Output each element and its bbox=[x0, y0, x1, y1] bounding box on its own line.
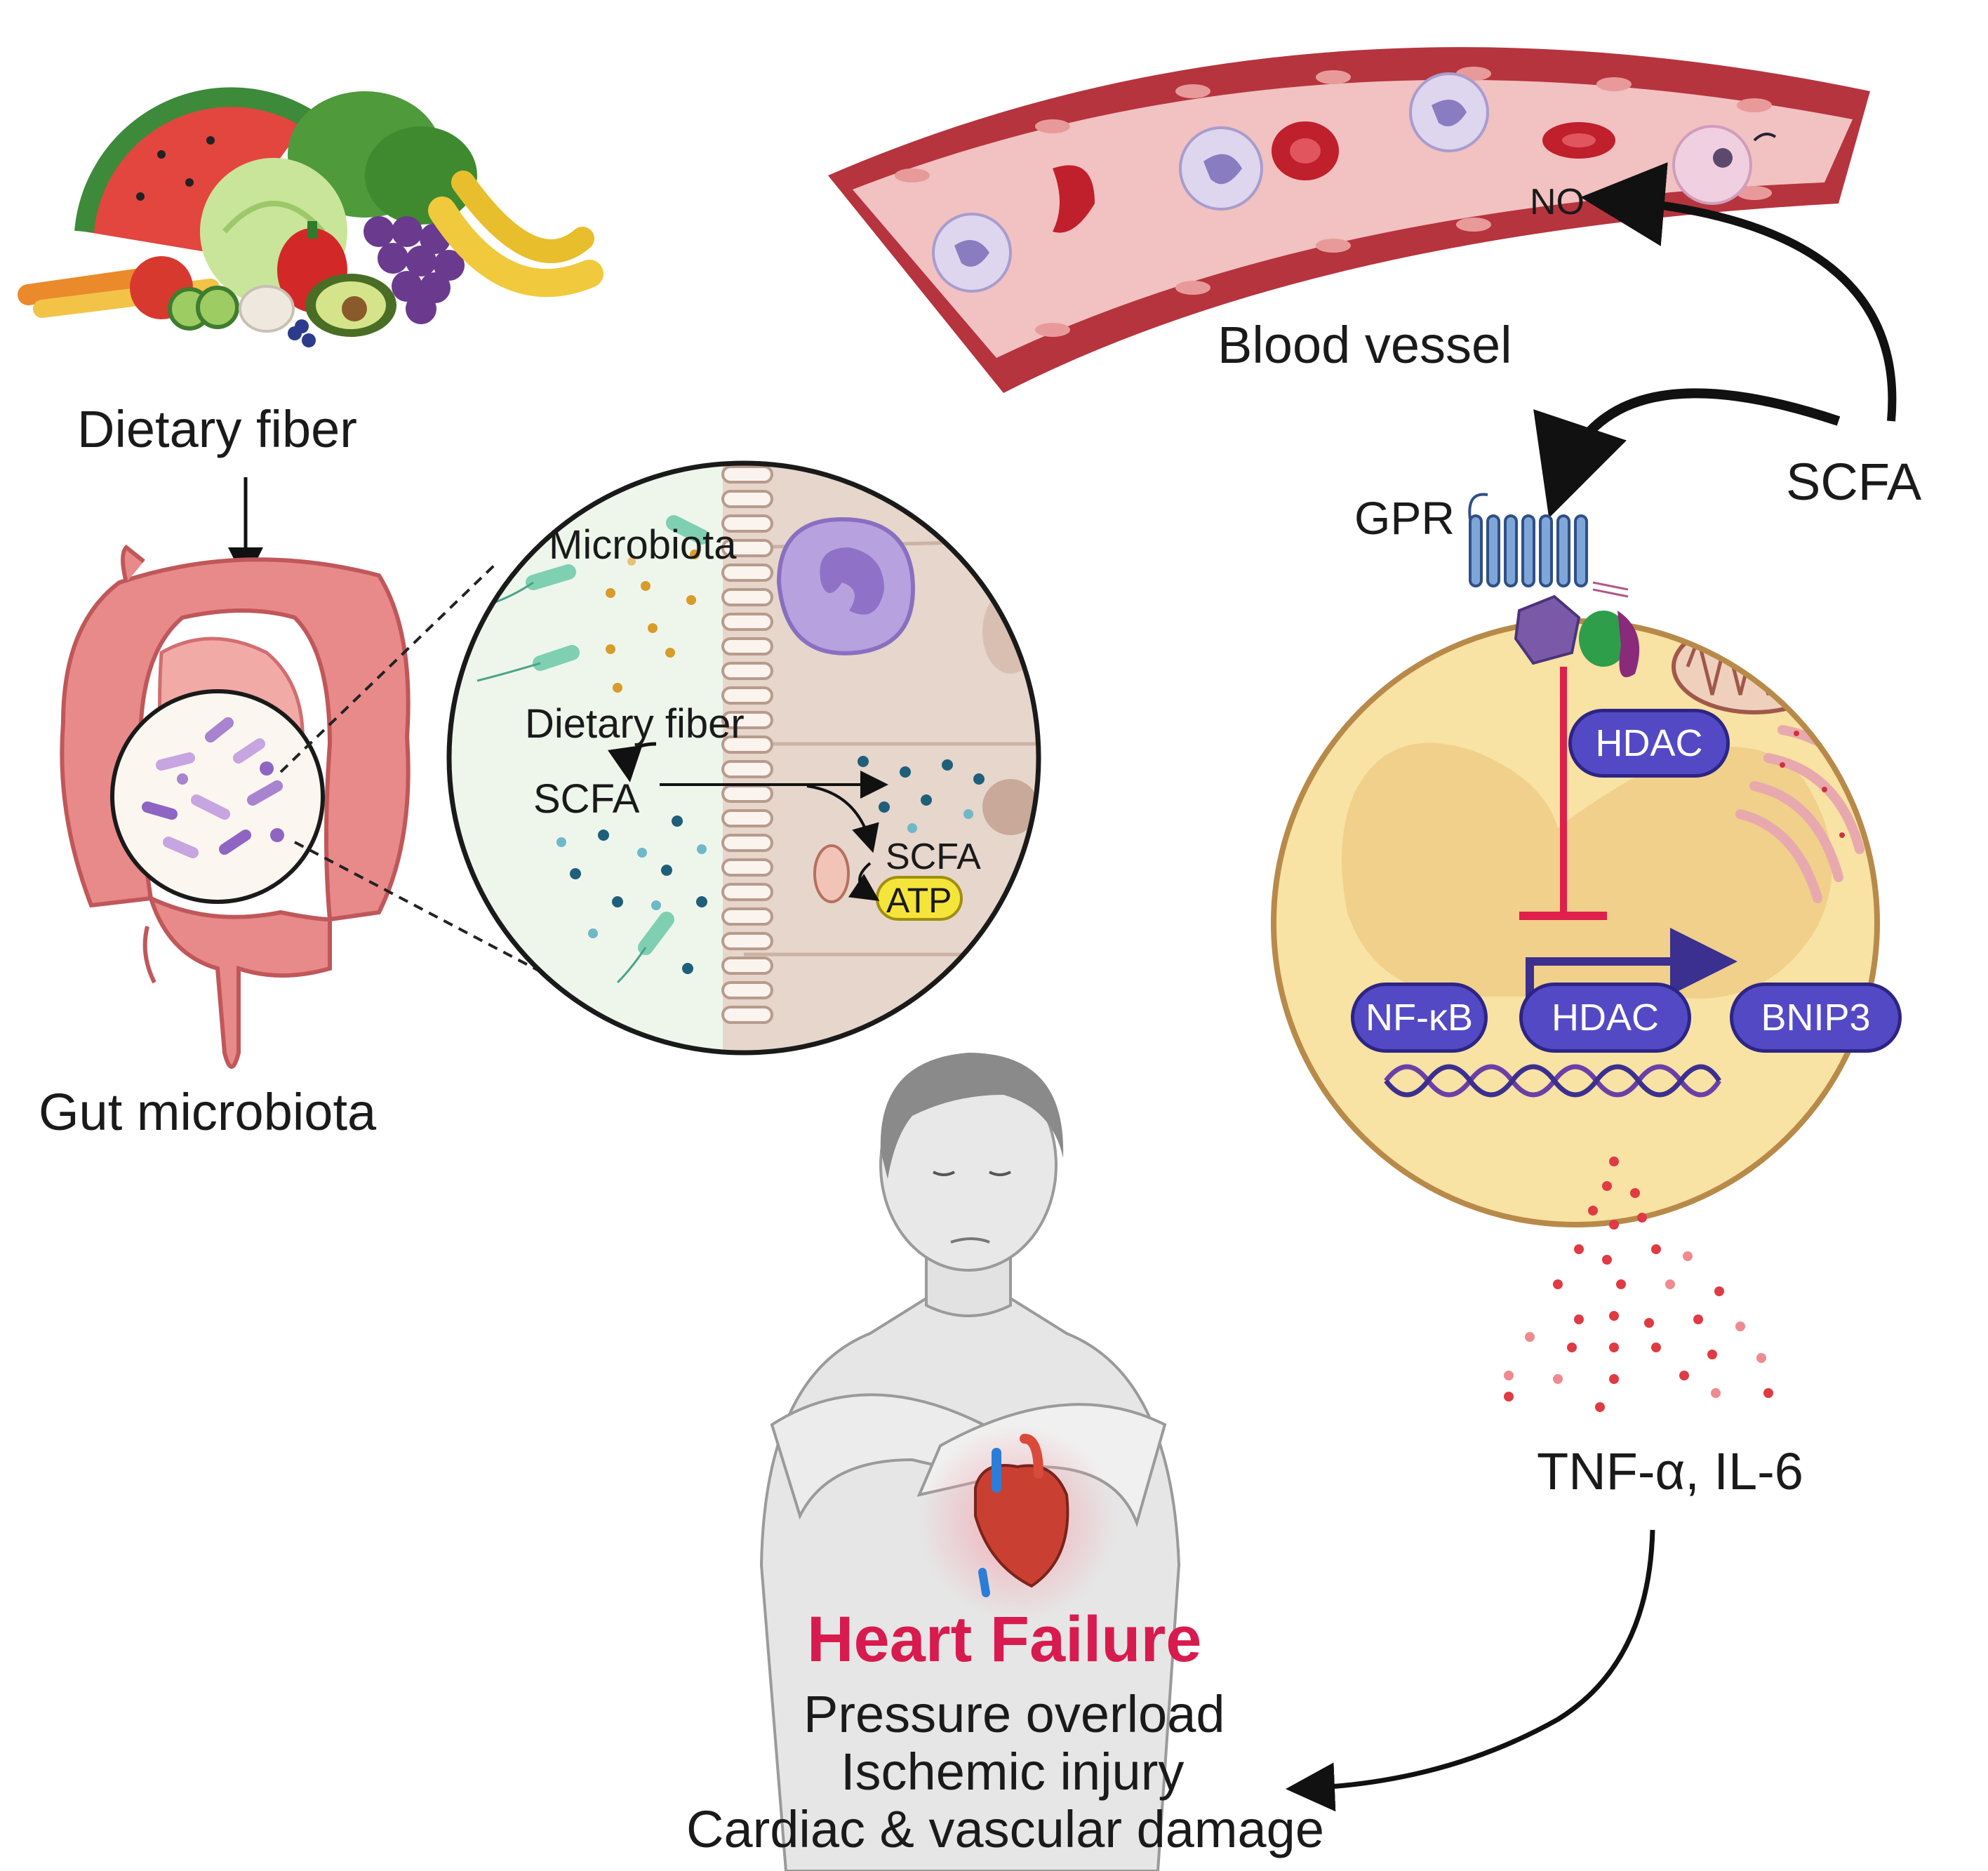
gut-microbiota-label: Gut microbiota bbox=[39, 1083, 377, 1141]
dietary-fiber-label: Dietary fiber bbox=[77, 400, 357, 458]
hdac-bottom-pill: HDAC bbox=[1519, 983, 1691, 1053]
blood-vessel-label: Blood vessel bbox=[1218, 316, 1512, 374]
arrow-cytokines-to-heart bbox=[1286, 1529, 1655, 1812]
dna-icon bbox=[1384, 1064, 1721, 1098]
scfa-label: SCFA bbox=[1786, 453, 1922, 511]
gpr-label: GPR bbox=[1354, 492, 1455, 544]
zoom-scfa-left-label: SCFA bbox=[533, 776, 640, 822]
cell-icon bbox=[1271, 618, 1880, 1227]
zoom-dietary-fiber-label: Dietary fiber bbox=[525, 701, 745, 747]
heart-icon bbox=[974, 1434, 1069, 1597]
hf-item-cardiac-vascular-damage: Cardiac & vascular damage bbox=[686, 1800, 1324, 1858]
zoom-scfa-right-label: SCFA bbox=[886, 837, 981, 877]
cytokines-label: TNF-α, IL-6 bbox=[1537, 1442, 1803, 1500]
hdac-top-pill: HDAC bbox=[1568, 709, 1730, 778]
bnip3-pill: BNIP3 bbox=[1730, 983, 1902, 1053]
food-icon bbox=[18, 87, 603, 347]
nfkb-pill: NF-κB bbox=[1351, 983, 1488, 1053]
gut-bacteria-circle bbox=[110, 689, 325, 904]
zoom-atp-label: ATP bbox=[886, 881, 952, 920]
no-label: NO bbox=[1530, 182, 1585, 222]
mitochondrion-icon bbox=[1672, 621, 1837, 714]
hf-item-pressure-overload: Pressure overload bbox=[803, 1685, 1225, 1743]
zoom-microbiota-label: Microbiota bbox=[549, 522, 737, 568]
hf-item-ischemic-injury: Ischemic injury bbox=[841, 1743, 1185, 1801]
blood-vessel-icon bbox=[828, 47, 1870, 394]
cytokine-dots bbox=[1504, 1157, 1773, 1412]
zoom-circle-icon bbox=[446, 460, 1041, 1056]
arrow-scfa-to-gpr bbox=[1533, 388, 1841, 519]
arrow-scfa-to-no bbox=[1580, 162, 1897, 422]
heart-failure-title: Heart Failure bbox=[807, 1604, 1202, 1675]
human-figure-icon bbox=[759, 1053, 1181, 1871]
gpr-receptor-icon bbox=[1468, 493, 1640, 677]
